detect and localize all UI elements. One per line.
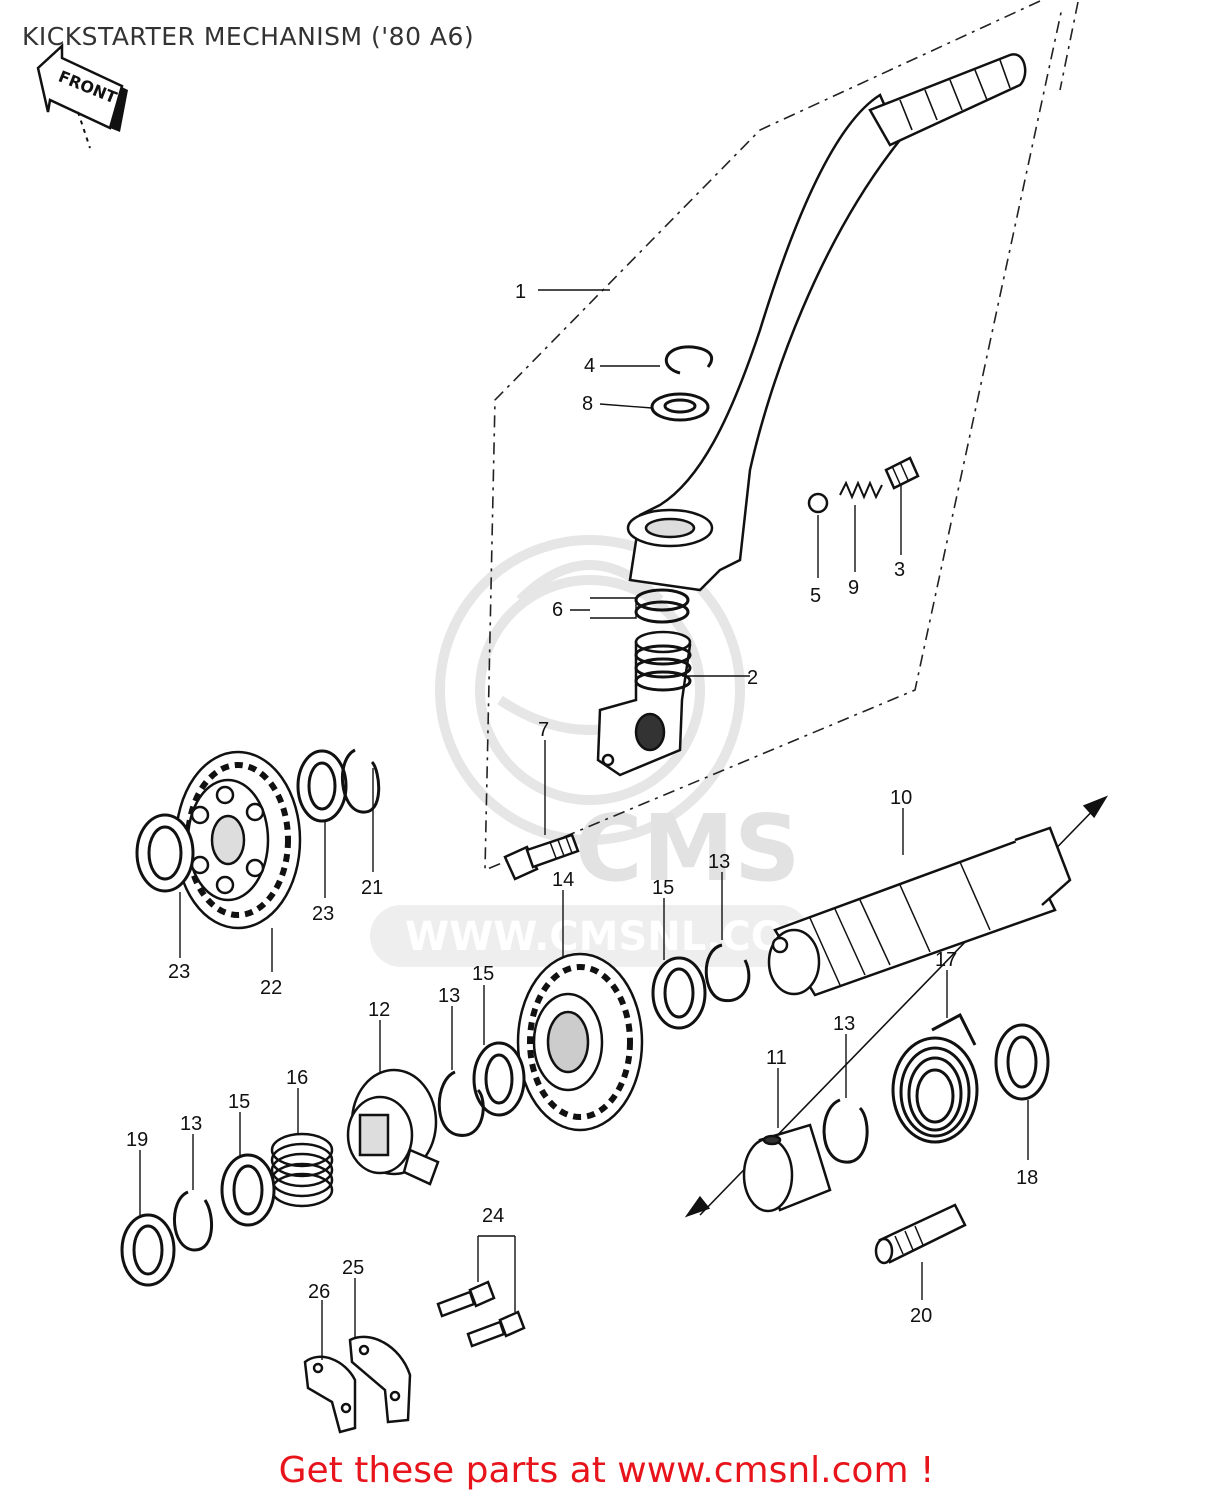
callout-13-c: 13 <box>180 1113 202 1135</box>
assembly-outline <box>484 0 1079 872</box>
callout-26: 26 <box>308 1281 330 1303</box>
ratchet-part-12 <box>346 1068 440 1186</box>
callout-13-d: 13 <box>833 1013 855 1035</box>
callout-18: 18 <box>1016 1167 1038 1189</box>
callout-21: 21 <box>361 877 383 899</box>
pin-part-20 <box>874 1203 967 1265</box>
callout-23-a: 23 <box>168 961 190 983</box>
callout-13-a: 13 <box>708 851 730 873</box>
callout-22: 22 <box>260 977 282 999</box>
callout-numbers: 1 2 3 4 5 6 7 8 9 10 11 12 13 13 13 13 1… <box>126 281 1038 1327</box>
collar-part-11 <box>742 1123 832 1213</box>
washer-part-15-lower <box>220 1153 276 1227</box>
circlip-part-13-middle <box>437 1070 485 1137</box>
washer-part-15-upper <box>651 956 707 1030</box>
callout-15-a: 15 <box>652 877 674 899</box>
diagram-title: KICKSTARTER MECHANISM ('80 A6) <box>22 22 475 51</box>
callout-1: 1 <box>515 281 526 303</box>
washer-part-8 <box>650 392 710 422</box>
washer-part-19 <box>120 1213 176 1287</box>
callout-11: 11 <box>766 1047 787 1069</box>
callout-15-b: 15 <box>472 963 494 985</box>
front-direction-arrow: FRONT <box>36 43 128 149</box>
washer-part-23-right <box>296 749 348 823</box>
plug-part-3 <box>884 456 920 490</box>
callout-10: 10 <box>890 787 912 809</box>
kick-shaft-boss-part-2 <box>596 630 692 777</box>
circlip-part-13-lower <box>173 1190 214 1252</box>
callout-7: 7 <box>538 719 549 741</box>
watermark-brand: CMS <box>575 795 800 902</box>
plate-part-26 <box>303 1355 357 1434</box>
callout-15-c: 15 <box>228 1091 250 1113</box>
bolt-part-7 <box>503 833 580 881</box>
callout-9: 9 <box>848 577 859 599</box>
circlip-part-4 <box>664 345 714 375</box>
callout-13-b: 13 <box>438 985 460 1007</box>
plate-part-25 <box>348 1335 412 1424</box>
watermark: CMS WWW.CMSNL.COM <box>370 535 825 967</box>
callout-6: 6 <box>552 599 563 621</box>
washer-part-23-left <box>135 813 195 893</box>
callout-3: 3 <box>894 559 905 581</box>
torsion-spring-part-17 <box>891 1012 979 1144</box>
circlip-part-21 <box>340 748 381 814</box>
exploded-parts-diagram: CMS WWW.CMSNL.COM FRONT <box>36 0 1109 1434</box>
watermark-url: WWW.CMSNL.COM <box>405 914 825 960</box>
callout-20: 20 <box>910 1305 932 1327</box>
callout-14: 14 <box>552 869 574 891</box>
circlip-part-13-right <box>822 1098 869 1164</box>
leader-lines <box>139 289 1029 1360</box>
callout-23-b: 23 <box>312 903 334 925</box>
kick-pedal-lever <box>626 53 1027 592</box>
callout-8: 8 <box>582 393 593 415</box>
callout-25: 25 <box>342 1257 364 1279</box>
idler-gear-part-22 <box>174 750 302 930</box>
spring-part-9 <box>839 480 883 500</box>
circlip-part-13-upper <box>704 943 751 1003</box>
screws-part-24 <box>436 1280 526 1348</box>
callout-5: 5 <box>810 585 821 607</box>
parts-link-footer[interactable]: Get these parts at www.cmsnl.com ! <box>278 1450 935 1491</box>
washer-part-18 <box>994 1023 1050 1101</box>
callout-2: 2 <box>747 667 758 689</box>
callout-16: 16 <box>286 1067 308 1089</box>
kick-gear-part-14 <box>516 952 644 1132</box>
callout-24: 24 <box>482 1205 504 1227</box>
callout-4: 4 <box>584 355 595 377</box>
callout-17: 17 <box>935 949 957 971</box>
washer-part-15-middle <box>472 1041 526 1117</box>
callout-19: 19 <box>126 1129 148 1151</box>
detent-ball-part-5 <box>807 492 829 514</box>
spring-part-16 <box>270 1132 334 1208</box>
callout-12: 12 <box>368 999 390 1021</box>
